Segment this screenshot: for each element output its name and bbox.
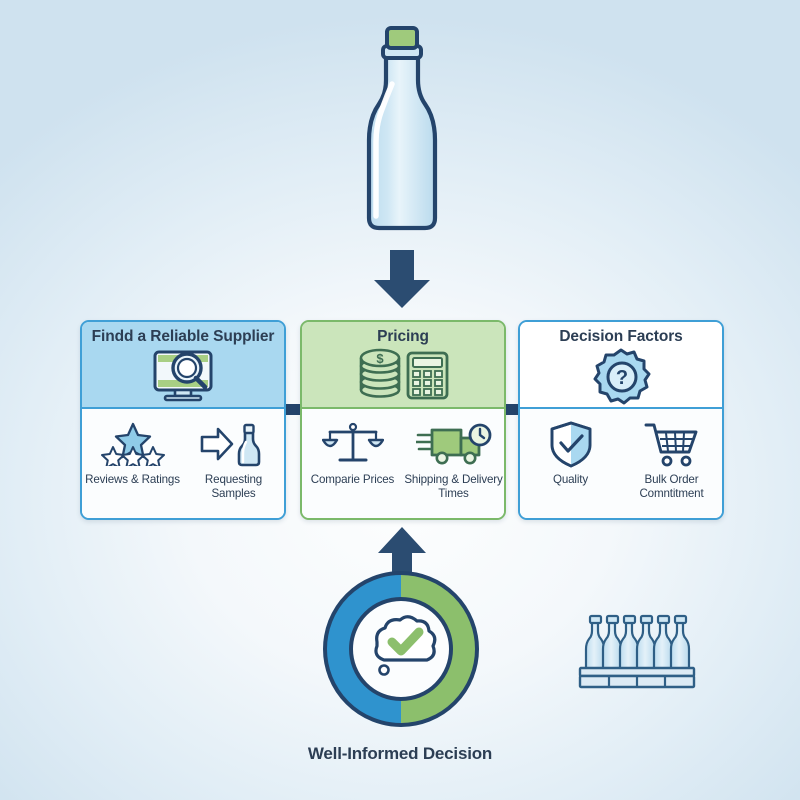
balance-scale-icon: [321, 419, 384, 469]
panel-body-supplier: Reviews & Ratings Requesting Samples: [82, 409, 284, 518]
sub-item-reviews-ratings[interactable]: Reviews & Ratings: [82, 419, 183, 487]
panel-pricing[interactable]: Pricing $: [300, 320, 506, 520]
sub-item-shipping-delivery[interactable]: Shipping & Delivery Times: [403, 419, 504, 501]
panel-title-decision: Decision Factors: [559, 328, 683, 345]
sub-label-compare-prices: Comparie Prices: [310, 473, 395, 486]
shopping-cart-icon: [644, 419, 700, 469]
panel-header-decision: Decision Factors ?: [520, 322, 722, 409]
outcome-caption: Well-Informed Decision: [307, 744, 493, 763]
panel-decision-factors[interactable]: Decision Factors ?: [518, 320, 724, 520]
sub-item-requesting-samples[interactable]: Requesting Samples: [183, 419, 284, 501]
panel-connector-left: [278, 404, 304, 415]
panel-header-supplier: Findd a Reliable Supplier: [82, 322, 284, 409]
panel-connector-right: [497, 404, 523, 415]
glass-bottle-icon: [342, 18, 462, 236]
sub-label-quality: Quality: [552, 473, 589, 486]
panel-header-pricing: Pricing $: [302, 322, 504, 409]
sub-item-bulk-order[interactable]: Bulk Order Comntitment: [621, 419, 722, 501]
coins-calculator-icon: $: [355, 348, 451, 407]
sub-label-requesting-samples: Requesting Samples: [204, 473, 263, 501]
svg-text:$: $: [376, 351, 384, 366]
sub-item-quality[interactable]: Quality: [520, 419, 621, 487]
delivery-truck-clock-icon: [415, 419, 492, 469]
arrow-down-icon: [368, 248, 436, 310]
panel-body-decision: Quality: [520, 409, 722, 518]
panel-title-pricing: Pricing: [377, 328, 429, 345]
gear-question-icon: ?: [591, 348, 651, 411]
bottle-crate-icon: [578, 604, 696, 690]
monitor-search-icon: [147, 348, 219, 411]
panel-title-supplier: Findd a Reliable Supplier: [91, 328, 275, 345]
sub-label-shipping-delivery: Shipping & Delivery Times: [404, 473, 503, 501]
thought-bubble-check-icon: [322, 570, 480, 728]
arrow-up-icon: [376, 527, 428, 605]
sub-label-reviews-ratings: Reviews & Ratings: [85, 473, 180, 486]
panel-body-pricing: Comparie Prices: [302, 409, 504, 518]
star-rating-icon: [100, 419, 166, 469]
panel-find-reliable-supplier[interactable]: Findd a Reliable Supplier: [80, 320, 286, 520]
shield-check-icon: [548, 419, 594, 469]
sub-item-compare-prices[interactable]: Comparie Prices: [302, 419, 403, 487]
arrow-bottle-icon: [198, 419, 270, 469]
svg-text:?: ?: [616, 367, 628, 389]
sub-label-bulk-order: Bulk Order Comntitment: [639, 473, 704, 501]
